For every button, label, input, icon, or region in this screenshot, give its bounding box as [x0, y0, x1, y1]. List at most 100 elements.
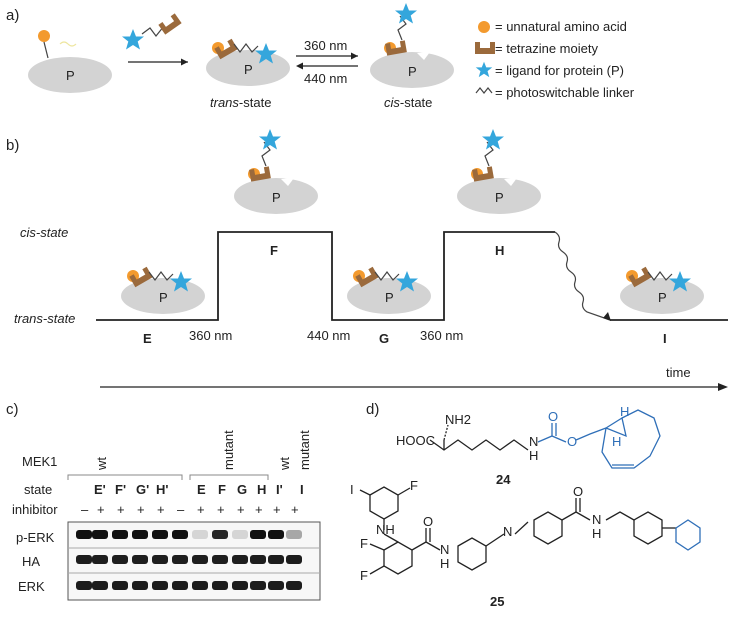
- inhibitor-sign: +: [97, 502, 105, 517]
- atom-label: H: [620, 404, 629, 419]
- blot-band: [92, 555, 108, 564]
- star-icon: [475, 61, 493, 78]
- blot-band: [250, 581, 266, 590]
- blot-band: [192, 555, 208, 564]
- state-label: G: [237, 482, 247, 497]
- state-trace: [96, 231, 555, 321]
- atom-label: H: [612, 434, 621, 449]
- wavelength-label: 440 nm: [307, 328, 350, 343]
- panel-c-label: c): [6, 401, 19, 418]
- protein-letter: P: [272, 190, 281, 205]
- atom-label: F: [410, 478, 418, 493]
- row-label: state: [24, 482, 52, 497]
- atom-label: I: [350, 482, 354, 497]
- blot-band: [286, 581, 302, 590]
- protein-letter: P: [159, 290, 168, 305]
- atom-label: H: [440, 556, 449, 571]
- inhibitor-sign: +: [273, 502, 281, 517]
- tetrazine-icon: [475, 42, 495, 54]
- atom-label: F: [360, 568, 368, 583]
- legend-item: = photoswitchable linker: [495, 85, 635, 100]
- state-label: F': [115, 482, 126, 497]
- compound-number: 24: [496, 472, 511, 487]
- state-I-icon: P: [620, 267, 704, 314]
- panel-d-label: d): [366, 401, 379, 418]
- state-label: I': [276, 482, 283, 497]
- blot-band: [76, 530, 92, 539]
- atom-label: N: [592, 512, 601, 527]
- blot-band: [192, 581, 208, 590]
- group-label: wt: [94, 457, 109, 471]
- inhibitor-sign: +: [117, 502, 125, 517]
- state-G-icon: P: [347, 267, 431, 314]
- wavelength-label: 360 nm: [189, 328, 232, 343]
- row-label: MEK1: [22, 454, 57, 469]
- state-label: H: [257, 482, 266, 497]
- blot-band: [250, 530, 266, 539]
- atom-label: N: [529, 434, 538, 449]
- panel-a-label: a): [6, 7, 19, 24]
- compound-24-structure: [429, 409, 661, 469]
- blot-band: [268, 581, 284, 590]
- blot-band: [172, 555, 188, 564]
- blot-band: [76, 581, 92, 590]
- row-label: inhibitor: [12, 502, 58, 517]
- trans-state-axis-label: trans-state: [14, 311, 75, 326]
- group-label: wt: [277, 457, 292, 471]
- step-label: G: [379, 331, 389, 346]
- time-label: time: [666, 365, 691, 380]
- atom-label: N: [440, 542, 449, 557]
- cis-state-label: cis-state: [384, 95, 432, 110]
- blot-band: [172, 530, 188, 539]
- free-ligand-icon: [122, 13, 182, 50]
- blot-bands: [76, 530, 302, 590]
- atom-label: O: [548, 409, 558, 424]
- forward-wavelength: 360 nm: [304, 38, 347, 53]
- blot-band: [92, 581, 108, 590]
- blot-band: [232, 581, 248, 590]
- state-F-icon: P: [234, 129, 318, 214]
- step-label: H: [495, 243, 504, 258]
- atom-label: NH: [376, 522, 395, 537]
- wavy-line-icon: [475, 87, 493, 94]
- compound-number: 25: [490, 594, 504, 609]
- inhibitor-sign: –: [177, 502, 185, 517]
- blot-band: [268, 530, 284, 539]
- blot-band: [286, 530, 302, 539]
- group-label: mutant: [221, 430, 236, 470]
- blot-band: [250, 555, 266, 564]
- state-label: G': [136, 482, 149, 497]
- inhibitor-sign: +: [137, 502, 145, 517]
- state-label: H': [156, 482, 168, 497]
- trans-state-label: trans-state: [210, 95, 271, 110]
- atom-label: N: [503, 524, 512, 539]
- inhibitor-row: –++++–++++++: [81, 502, 299, 517]
- legend-item: = ligand for protein (P): [495, 63, 624, 78]
- state-label: E: [197, 482, 206, 497]
- blot-band: [112, 555, 128, 564]
- inhibitor-sign: +: [217, 502, 225, 517]
- atom-label: O: [567, 434, 577, 449]
- row-label: HA: [22, 554, 40, 569]
- panel-b-label: b): [6, 137, 19, 154]
- blot-band: [152, 581, 168, 590]
- blot-band: [232, 530, 248, 539]
- free-protein-icon: P: [28, 30, 112, 93]
- blot-band: [212, 581, 228, 590]
- blot-band: [268, 555, 284, 564]
- blot-band: [192, 530, 208, 539]
- state-label: F: [218, 482, 226, 497]
- step-label: F: [270, 243, 278, 258]
- atom-label: F: [360, 536, 368, 551]
- legend: = unnatural amino acid = tetrazine moiet…: [475, 19, 635, 100]
- step-label: E: [143, 331, 152, 346]
- inhibitor-sign: –: [81, 502, 89, 517]
- atom-label: O: [573, 484, 583, 499]
- blot-band: [112, 530, 128, 539]
- state-label: E': [94, 482, 106, 497]
- atom-label: O: [423, 514, 433, 529]
- trans-conjugate-icon: P: [206, 39, 290, 86]
- blot-band: [172, 581, 188, 590]
- group-brackets: [67, 474, 269, 480]
